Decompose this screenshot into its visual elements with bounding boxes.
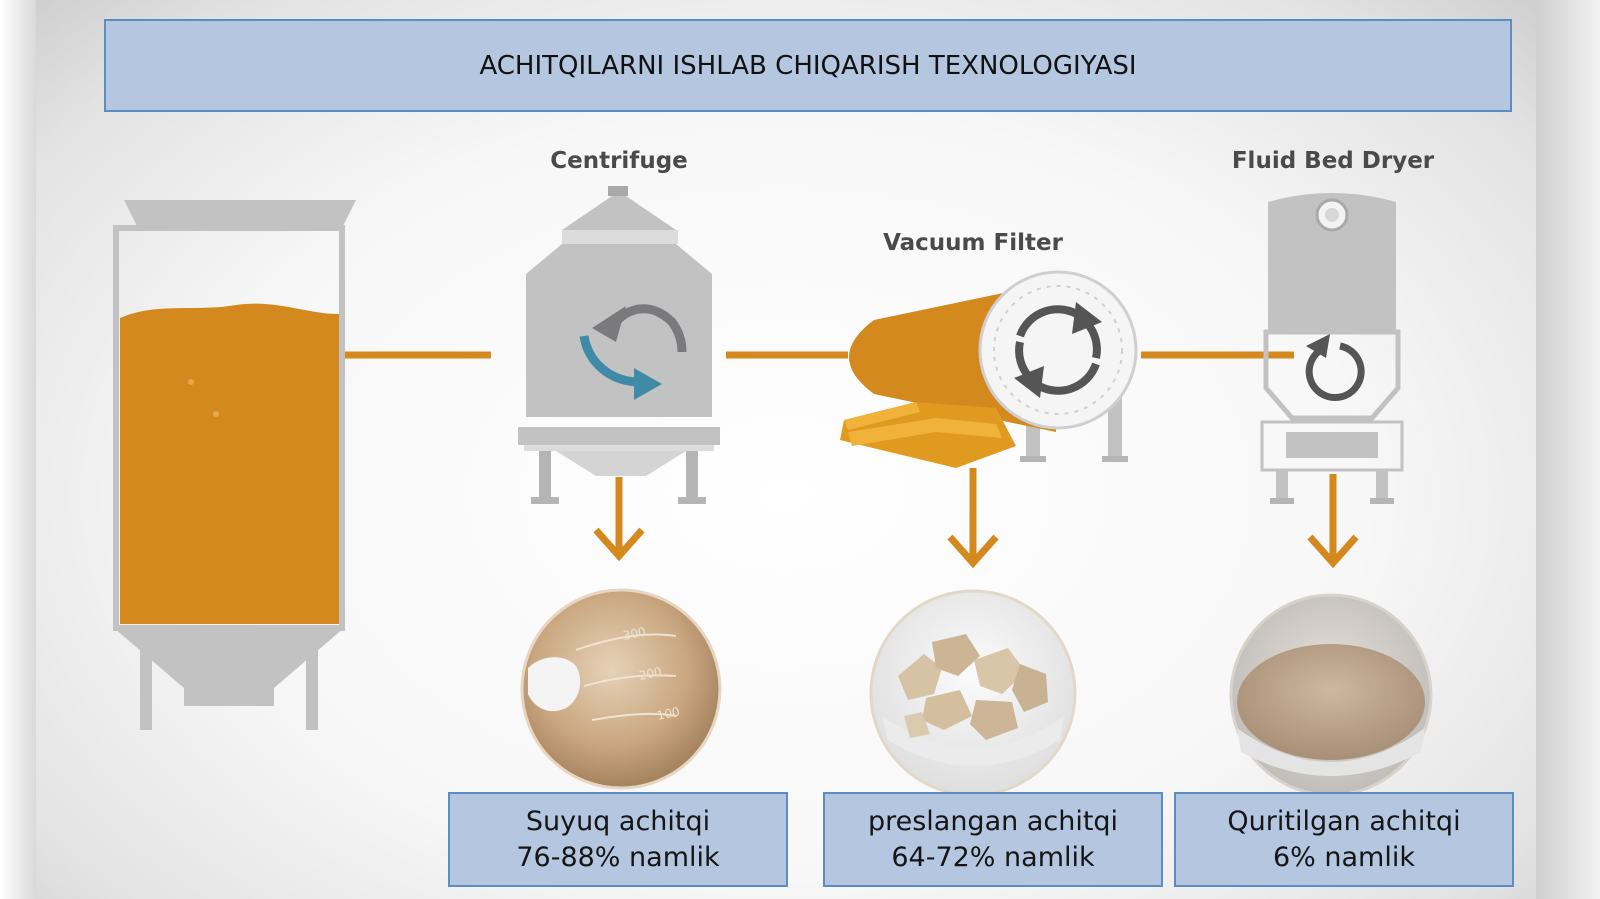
down-arrows: [593, 468, 1359, 569]
beaker-mark: 200: [638, 664, 663, 682]
beaker-mark: 300: [622, 624, 647, 642]
vacuum-filter-label: Vacuum Filter: [883, 230, 1063, 256]
filter-rotation-icon: [1014, 302, 1102, 398]
caption-liquid-yeast: Suyuq achitqi 76-88% namlik: [448, 792, 788, 887]
liquid-yeast-photo: 300 200 100: [520, 588, 722, 790]
pressed-yeast-photo: [869, 589, 1077, 797]
fluid-bed-dryer-label: Fluid Bed Dryer: [1232, 148, 1435, 174]
product-name: Quritilgan achitqi: [1227, 805, 1461, 837]
fluid-bed-dryer: [1260, 193, 1404, 504]
slide-left-edge: [0, 0, 36, 899]
caption-dried-yeast: Quritilgan achitqi 6% namlik: [1174, 792, 1514, 887]
dried-yeast-photo: [1229, 593, 1433, 797]
slide-title: ACHITQILARNI ISHLAB CHIQARISH TEXNOLOGIY…: [479, 50, 1137, 81]
vacuum-filter: [840, 270, 1138, 468]
centrifuge-label: Centrifuge: [550, 148, 688, 174]
rotation-arrows-icon: [579, 304, 687, 400]
caption-pressed-yeast: preslangan achitqi 64-72% namlik: [823, 792, 1163, 887]
slide: ACHITQILARNI ISHLAB CHIQARISH TEXNOLOGIY…: [36, 0, 1536, 899]
product-moisture: 76-88% namlik: [516, 841, 720, 873]
beaker-mark: 100: [656, 704, 681, 722]
product-name: preslangan achitqi: [867, 805, 1119, 837]
dryer-rotation-icon: [1305, 334, 1365, 402]
product-name: Suyuq achitqi: [525, 805, 711, 837]
arrow-down-icon: [1307, 474, 1359, 569]
slide-title-box: ACHITQILARNI ISHLAB CHIQARISH TEXNOLOGIY…: [104, 19, 1512, 112]
product-moisture: 6% namlik: [1272, 841, 1415, 873]
fermentation-tank: [113, 200, 356, 730]
process-diagram: 300 200 100 Centrifuge Vacuum Filter Flu…: [113, 148, 1435, 797]
centrifuge: [518, 186, 720, 504]
arrow-down-icon: [947, 468, 999, 569]
product-moisture: 64-72% namlik: [891, 841, 1095, 873]
slide-right-edge: [1536, 0, 1600, 899]
arrow-down-icon: [593, 477, 645, 562]
